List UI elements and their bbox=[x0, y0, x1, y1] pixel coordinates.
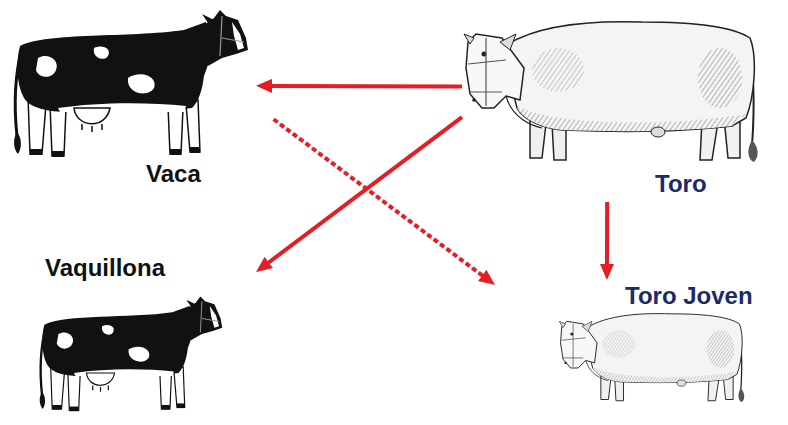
arrow-connector bbox=[605, 202, 609, 265]
animal-label: Toro Joven bbox=[625, 282, 753, 310]
bull-illustration bbox=[464, 22, 758, 162]
animal-node: Vaca bbox=[8, 8, 256, 192]
animal-label: Toro bbox=[655, 170, 707, 198]
animal-label: Vaquillona bbox=[45, 254, 165, 282]
animal-node: Toro bbox=[462, 8, 760, 202]
animal-node: Toro Joven bbox=[495, 280, 782, 422]
young-bull-illustration bbox=[559, 314, 744, 402]
arrow-connector bbox=[271, 84, 462, 89]
animal-node: Vaquillona bbox=[35, 250, 256, 422]
heifer-illustration bbox=[40, 297, 222, 412]
arrow-connector bbox=[274, 119, 483, 276]
cow-illustration bbox=[14, 10, 248, 157]
animal-label: Vaca bbox=[146, 160, 201, 188]
